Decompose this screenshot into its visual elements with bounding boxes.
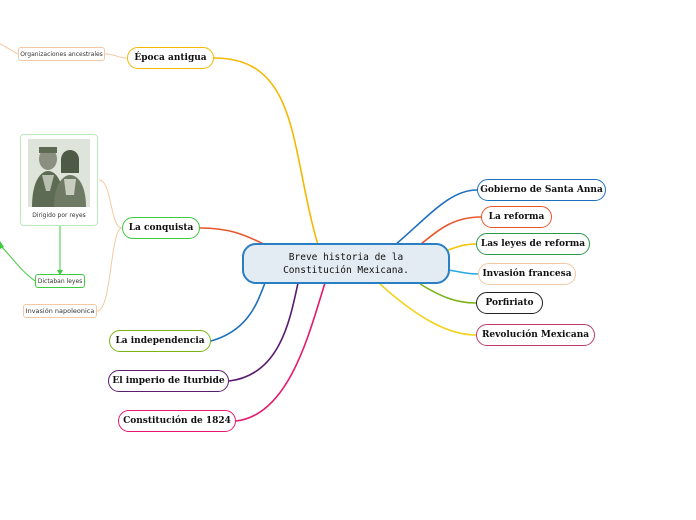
line-la-independencia — [210, 282, 266, 342]
line-santa-anna — [394, 189, 478, 246]
arrow-head-offscreen — [0, 241, 4, 249]
topic-constitucion-1824[interactable]: Constitución de 1824 — [118, 410, 236, 432]
subtopic-organizaciones[interactable]: Organizaciones ancestrales — [18, 47, 105, 61]
topic-la-conquista[interactable]: La conquista — [122, 217, 200, 239]
topic-imperio-iturbide[interactable]: El imperio de Iturbide — [108, 370, 229, 392]
line-napoleonica — [96, 227, 123, 312]
arrow-head-dictaban — [57, 270, 63, 275]
topic-invasion-francesa[interactable]: Invasión francesa — [478, 263, 576, 285]
line-imperio — [228, 282, 299, 382]
line-porfiriato — [419, 283, 477, 304]
topic-santa-anna[interactable]: Gobierno de Santa Anna — [477, 179, 606, 201]
topic-la-independencia[interactable]: La independencia — [109, 330, 211, 352]
subtopic-dictaban-leyes[interactable]: Dictaban leyes — [35, 274, 85, 288]
line-organizaciones — [104, 53, 128, 59]
line-la-reforma — [419, 216, 482, 246]
topic-la-reforma[interactable]: La reforma — [481, 206, 552, 228]
line-revolucion — [379, 283, 477, 336]
line-epoca-antigua — [213, 57, 319, 246]
line-1824 — [235, 282, 326, 422]
central-topic[interactable]: Breve historia de la Constitución Mexica… — [242, 243, 450, 284]
subtopic-invasion-napoleonica[interactable]: Invasión napoleonica — [23, 304, 97, 318]
topic-revolucion-mexicana[interactable]: Revolución Mexicana — [476, 324, 595, 346]
line-org-offscreen — [0, 43, 19, 55]
subtopic-dirigido-por-reyes[interactable]: Dirigido por reyes — [20, 134, 98, 226]
line-invasion — [447, 269, 479, 275]
monarchs-portrait-image — [28, 139, 90, 207]
topic-epoca-antigua[interactable]: Época antigua — [127, 47, 214, 69]
line-leyes — [447, 243, 477, 251]
topic-leyes-reforma[interactable]: Las leyes de reforma — [476, 233, 590, 255]
line-dirigido — [98, 179, 123, 229]
line-dictaban-offscreen — [0, 244, 36, 282]
dirigido-caption: Dirigido por reyes — [32, 212, 86, 219]
topic-porfiriato[interactable]: Porfiriato — [476, 292, 543, 314]
